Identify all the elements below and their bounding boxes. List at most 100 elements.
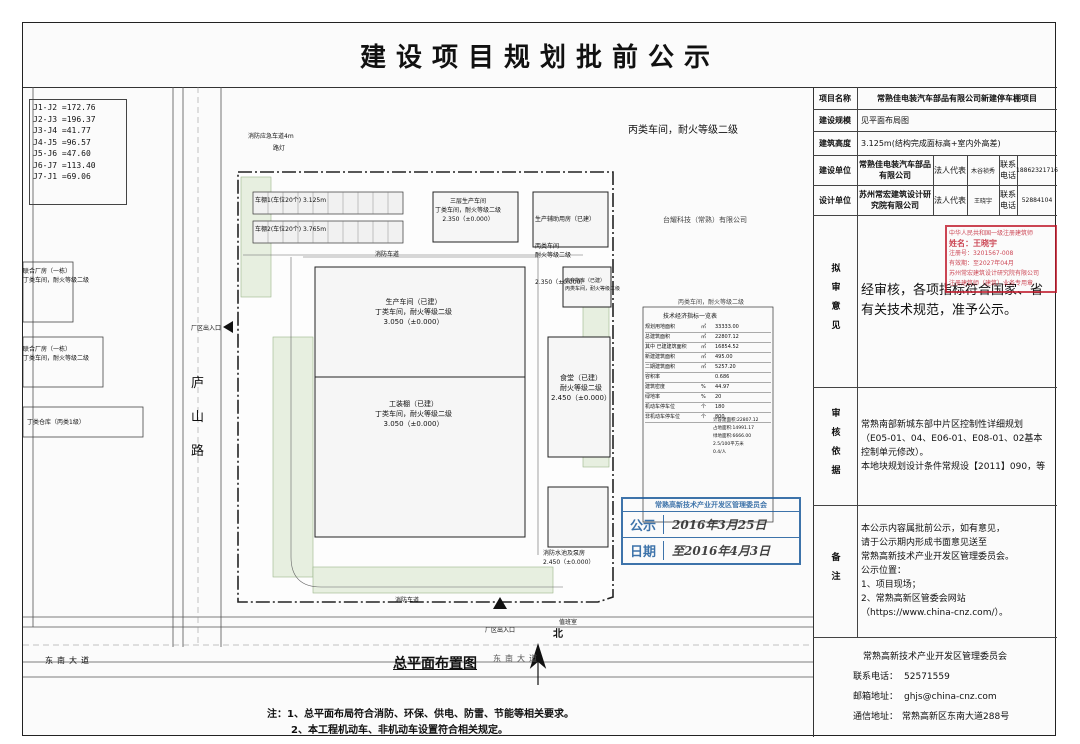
remark-label: 备注 <box>829 552 840 590</box>
tech-table-title: 技术经济指标一览表 <box>663 313 718 320</box>
site-plan: J1-J2 =172.76 J2-J3 =196.37 J3-J4 =41.77… <box>23 87 814 737</box>
tech-cell: 个 <box>701 414 707 420</box>
rep-value: 木谷祯秀 <box>967 155 1000 185</box>
note-line-2: 2、本工程机动车、非机动车设置符合相关规定。 <box>291 725 508 736</box>
building-name: 消防水池及泵房 <box>543 550 586 557</box>
tech-row: 绿地率%20 <box>645 393 771 403</box>
contact2-label: 联系电话 <box>999 185 1018 215</box>
neighbor-left-2: 联合厂房（一栋） 丁类车间，耐火等级二级 <box>23 346 90 362</box>
building-elev: 3.050（±0.000） <box>383 318 444 326</box>
tech-cell: % <box>701 394 706 400</box>
tech-cell: 0.686 <box>715 374 730 380</box>
stamp-label-2: 日期 <box>623 540 664 560</box>
tech-cell: 非机动车停车位 <box>645 414 681 420</box>
coord-line: J3-J4 =41.77 <box>33 126 91 135</box>
road-label-south: 东南大道 <box>45 656 93 665</box>
tech-cell: 20 <box>715 394 722 400</box>
carport-label-1: 车棚1(车位20个) 3.125m <box>255 197 327 204</box>
tech-row: 建筑密度% 44.97 <box>645 383 771 393</box>
building-elev: 2.450（±0.000） <box>551 394 611 402</box>
basis-line: （E05-01、04、E06-01、E08-01、02基本 <box>861 434 1043 444</box>
building-three-storey: 三层生产车间 丁类车间，耐火等级二级 2.350（±0.000） <box>435 197 501 224</box>
tech-cell: 22807.12 <box>715 334 739 340</box>
site-plan-drawing <box>23 87 813 685</box>
remark-line: 2、常熟高新区管委会网站 <box>861 594 966 604</box>
approval-stamp: 常熟高新技术产业开发区管理委员会 公示 2016年3月25日 日期 至2016年… <box>621 497 801 565</box>
building-name: 工装棚（已建） <box>389 400 438 408</box>
seal-line: 注册号：3201567-008 <box>949 250 1014 257</box>
remark-line: 本公示内容属批前公示，如有意见， <box>861 524 1006 534</box>
height-value: 3.125m(结构完成面标高+室内外高差) <box>861 138 1001 148</box>
neighbor-right-2: 丙类车间，耐火等级二级 <box>678 299 745 306</box>
builder-value: 常熟佳电装汽车部品有限公司 <box>857 155 934 185</box>
row-opinion: 拟审意见 经审核，各项指标符合国家、省有关技术规范，准予公示。 中华人民共和国一… <box>813 215 1057 388</box>
building-name: 废弃物库（已建） <box>565 278 606 284</box>
row-height: 建筑高度 3.125m(结构完成面标高+室内外高差) <box>813 131 1057 156</box>
footer-phone-label: 联系电话： <box>853 672 899 682</box>
tech-cell: 二期建筑面积 <box>645 364 676 370</box>
seal-line: 中华人民共和国一级注册建筑师 <box>949 230 1034 237</box>
tech-extra-line: 占地面积:14991.17 <box>713 426 754 431</box>
architect-seal: 中华人民共和国一级注册建筑师 姓名：王晓宇 注册号：3201567-008 有效… <box>945 225 1057 293</box>
neighbor-left-1: 联合厂房（一栋） 丁类车间，耐火等级二级 <box>23 268 90 284</box>
building-sub: 丁类车间，耐火等级二级 <box>435 207 502 214</box>
tech-cell: 495.00 <box>715 354 733 360</box>
basis-line: 本地块规划设计条件常规设【2011】090，等 <box>861 462 1046 472</box>
page-title: 建设项目规划批前公示 <box>23 23 1057 88</box>
tech-cell: 建筑密度 <box>645 384 666 390</box>
tech-extra-line: 计容建面积:22807.12 <box>713 418 759 423</box>
coord-line: J7-J1 =69.06 <box>33 172 91 181</box>
tech-cell: 5257.20 <box>715 364 736 370</box>
contact-value: 18862321716 <box>1016 166 1058 174</box>
tech-cell: 44.97 <box>715 384 730 390</box>
stamp-label-1: 公示 <box>623 515 664 534</box>
carport-label-2: 车棚2(车位20个) 3.765m <box>255 226 327 233</box>
footer-addr-label: 通信地址： <box>853 712 899 722</box>
building-pump: 消防水池及泵房 2.450（±0.000） <box>543 549 594 567</box>
guard-room: 值班室 <box>559 619 578 626</box>
opinion-value: 经审核，各项指标符合国家、省有关技术规范，准予公示。 <box>861 283 1044 318</box>
opinion-label: 拟审意见 <box>829 263 840 339</box>
plan-notes: 注：1、总平面布局符合消防、环保、供电、防雷、节能等相关要求。 2、本工程机动车… <box>267 707 574 739</box>
seal-line: 苏州常宏建筑设计研究院有限公司 <box>949 270 1040 277</box>
row-scale: 建设规模 见平面布局图 <box>813 109 1057 132</box>
remark-line: 请于公示期内形成书面意见送至 <box>861 538 988 548</box>
tech-cell: % <box>701 384 706 390</box>
tech-row: 容积率 0.686 <box>645 373 771 383</box>
row-basis: 审核依据 常熟南部新城东部中片区控制性详细规划 （E05-01、04、E06-0… <box>813 387 1057 506</box>
neighbor-right: 台耀科技（常熟）有限公司 <box>663 216 747 224</box>
coord-line: J1-J2 =172.76 <box>33 103 96 112</box>
building-name: 食堂（已建） <box>559 374 602 382</box>
contact-label: 联系电话 <box>999 155 1018 185</box>
coord-line: J4-J5 =96.57 <box>33 137 91 147</box>
row-builder: 建设单位 常熟佳电装汽车部品有限公司 法人代表 木谷祯秀 联系电话 188623… <box>813 155 1058 186</box>
contact2-value: 52884104 <box>1021 196 1053 204</box>
building-tooling: 工装棚（已建） 丁类车间，耐火等级二级 3.050（±0.000） <box>375 399 452 429</box>
fire-road-note: 消防应急车道4m <box>248 133 294 140</box>
tech-cell: 800 <box>715 414 725 420</box>
tech-cell: 机动车停车位 <box>645 404 676 410</box>
stamp-header: 常熟高新技术产业开发区管理委员会 <box>623 499 799 512</box>
seal-line: 有效期：至2027年04月 <box>949 260 1014 267</box>
tech-cell: 个 <box>701 404 707 410</box>
project-label: 项目名称 <box>813 87 858 109</box>
remark-line: 公示位置： <box>861 566 907 576</box>
row-project: 项目名称 常熟佳电装汽车部品有限公司新建停车棚项目 <box>813 87 1057 110</box>
basis-label: 审核依据 <box>829 408 840 484</box>
row-designer: 设计单位 苏州常宏建筑设计研究院有限公司 法人代表 王晓宇 联系电话 52884… <box>813 185 1057 216</box>
designer-value: 苏州常宏建筑设计研究院有限公司 <box>857 185 934 215</box>
seal-line: 姓名：王晓宇 <box>949 239 997 248</box>
designer-label: 设计单位 <box>813 185 858 215</box>
tech-cell: ㎡ <box>701 354 707 360</box>
road-label-south-2: 东南大道 <box>493 654 541 663</box>
building-sub: 丁类车间，耐火等级二级 <box>375 308 452 316</box>
footer-contact: 常熟高新技术产业开发区管理委员会 联系电话：52571559 邮箱地址：ghjs… <box>813 637 1057 737</box>
building-sub: 丁类车间，耐火等级二级 <box>375 410 452 418</box>
tech-cell: 容积率 <box>645 374 661 380</box>
